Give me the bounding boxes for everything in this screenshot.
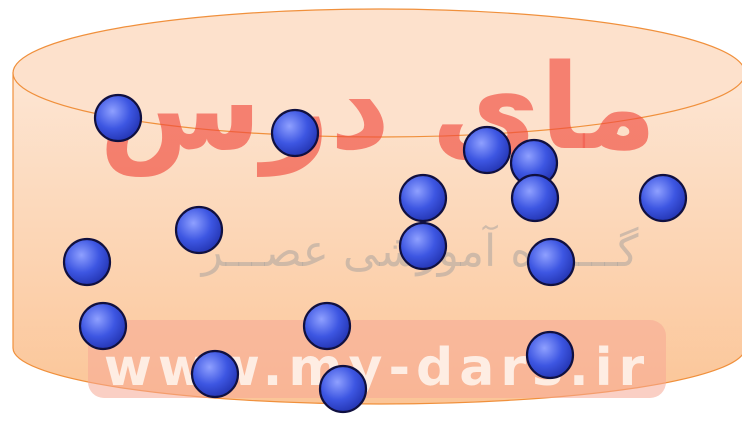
particles [62, 93, 688, 414]
particle-ball [270, 108, 320, 158]
particle-ball [638, 173, 688, 223]
particle-ball [78, 301, 128, 351]
cylinder-top [12, 8, 742, 138]
particle-ball [318, 364, 368, 414]
watermark-brand: مای درس [99, 38, 657, 177]
particle-ball [525, 330, 575, 380]
particle-ball [462, 125, 512, 175]
particle-ball [93, 93, 143, 143]
particle-ball [302, 301, 352, 351]
particle-ball [190, 349, 240, 399]
particle-ball [398, 173, 448, 223]
particle-ball [174, 205, 224, 255]
particle-ball [526, 237, 576, 287]
particle-ball [510, 173, 560, 223]
particle-ball [398, 221, 448, 271]
particle-ball [62, 237, 112, 287]
